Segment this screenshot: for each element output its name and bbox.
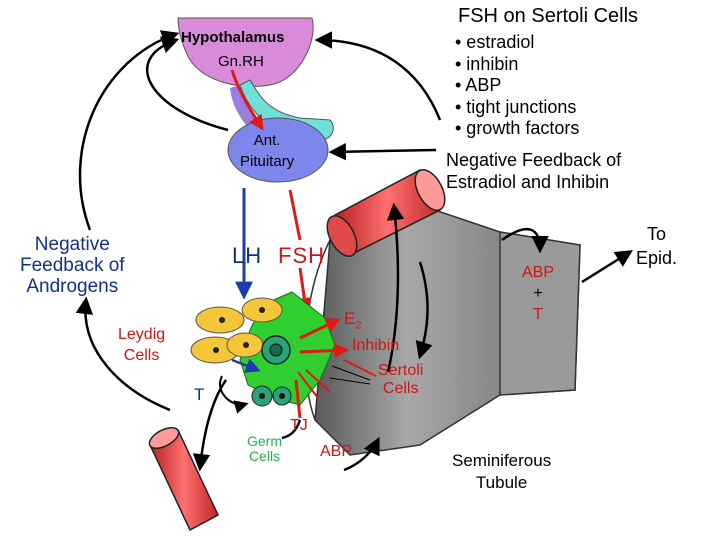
testosterone-loop-arrow — [219, 375, 249, 414]
effect-tight-junctions: • tight junctions — [455, 96, 577, 117]
germ-cell-tj-arrow — [281, 419, 302, 440]
androgen-feedback-arrow-down — [75, 296, 171, 412]
effect-abp: • ABP — [455, 75, 502, 95]
e2-subscript: 2 — [355, 319, 362, 332]
gnrh-arrow — [230, 69, 264, 131]
seminiferous-tubule-label: Seminiferous Tubule — [452, 450, 551, 494]
leydig-line-2: Cells — [123, 347, 160, 364]
inhibin-label: Inhibin — [352, 337, 400, 354]
testosterone-to-vessel-arrow — [192, 379, 228, 472]
fsh-label: FSH — [278, 243, 325, 268]
abp-to-tubule-arrow — [343, 436, 380, 472]
germ-line-2: Cells — [248, 448, 281, 464]
lh-label: LH — [232, 243, 263, 268]
tubule-to-abp-arrow — [501, 228, 549, 254]
sertoli-label-line-2 — [329, 377, 371, 385]
fsh-effects-list: • estradiol • inhibin • ABP • tight junc… — [455, 32, 579, 140]
estradiol-feedback-line-2: Estradiol and Inhibin — [446, 172, 610, 192]
sertoli-pointer-3 — [343, 359, 377, 377]
germ-line-1: Germ — [247, 433, 282, 449]
seminiferous-tubule-shape — [304, 204, 581, 456]
sertoli-cells-label: Sertoli Cells — [378, 362, 423, 398]
estradiol-inhibin-feedback-label: Negative Feedback of Estradiol and Inhib… — [446, 149, 621, 193]
effect-inhibin: • inhibin — [455, 53, 519, 74]
seminiferous-line-2: Tubule — [475, 473, 528, 492]
estradiol-feedback-line-1: Negative Feedback of — [446, 150, 622, 170]
effect-estradiol: • estradiol — [455, 32, 535, 52]
abp-plus-t-line-1: ABP — [522, 264, 555, 281]
ant-pituitary-line-2: Pituitary — [240, 153, 295, 170]
androgen-feedback-arrow-up — [78, 30, 180, 231]
androgen-feedback-line-3: Androgens — [26, 276, 119, 297]
germ-cells-label: Germ Cells — [247, 434, 282, 464]
testosterone-label: T — [194, 385, 205, 404]
e2-arrow — [299, 318, 341, 340]
ant-pituitary-line-1: Ant. — [253, 132, 281, 149]
sertoli-line-2: Cells — [382, 380, 419, 397]
inhibin-arrow — [299, 343, 349, 359]
inhibin-to-vessel-arrow — [386, 202, 405, 373]
androgen-feedback-line-2: Feedback of — [20, 255, 125, 276]
fsh-on-sertoli-title: FSH on Sertoli Cells — [458, 5, 639, 27]
anterior-pituitary-shape — [227, 117, 329, 183]
testosterone-arrow — [231, 358, 261, 373]
androgen-feedback-line-1: Negative — [34, 234, 110, 255]
sertoli-pointer-1 — [297, 371, 319, 399]
leydig-line-1: Leydig — [118, 326, 166, 343]
estradiol-label: E2 — [344, 310, 361, 332]
to-epididymis-label: To Epid. — [636, 222, 677, 270]
to-epid-line-1: To — [647, 224, 667, 244]
feedback-pituitary-to-hypothalamus-left — [146, 36, 229, 132]
androgen-feedback-label: Negative Feedback of Androgens — [20, 234, 125, 297]
sertoli-pointer-2 — [305, 369, 331, 393]
estradiol-feedback-to-hypothalamus — [314, 31, 442, 121]
abp-to-epididymis-arrow — [581, 250, 633, 284]
fsh-arrow — [288, 189, 302, 241]
sertoli-label-line-1 — [331, 365, 371, 381]
tight-junction-label: TJ — [290, 417, 308, 434]
abp-plus-t-label: ABP + T — [522, 262, 554, 325]
tj-line — [294, 379, 302, 419]
leydig-cells-label: Leydig Cells — [118, 324, 165, 366]
anterior-pituitary-label: Ant. Pituitary — [240, 130, 294, 172]
sertoli-line-1: Sertoli — [378, 362, 424, 379]
leydig-cells-shape — [190, 297, 283, 364]
abp-label: ABP — [320, 443, 353, 460]
abp-plus-t-line-3: T — [533, 306, 543, 323]
abp-plus-t-plus: + — [533, 285, 543, 302]
estradiol-feedback-to-pituitary — [328, 142, 437, 161]
hypothalamus-label: Hypothalamus — [181, 29, 285, 46]
gnrh-label: Gn.RH — [218, 53, 264, 70]
germ-cells-shape — [251, 335, 292, 407]
vessel-to-sertoli-arrow — [415, 261, 433, 360]
e2-main: E — [344, 309, 356, 328]
blood-vessel-lower — [148, 426, 219, 532]
effect-growth-factors: • growth factors — [455, 118, 580, 138]
to-epid-line-2: Epid. — [636, 248, 678, 268]
seminiferous-line-1: Seminiferous — [452, 451, 552, 470]
